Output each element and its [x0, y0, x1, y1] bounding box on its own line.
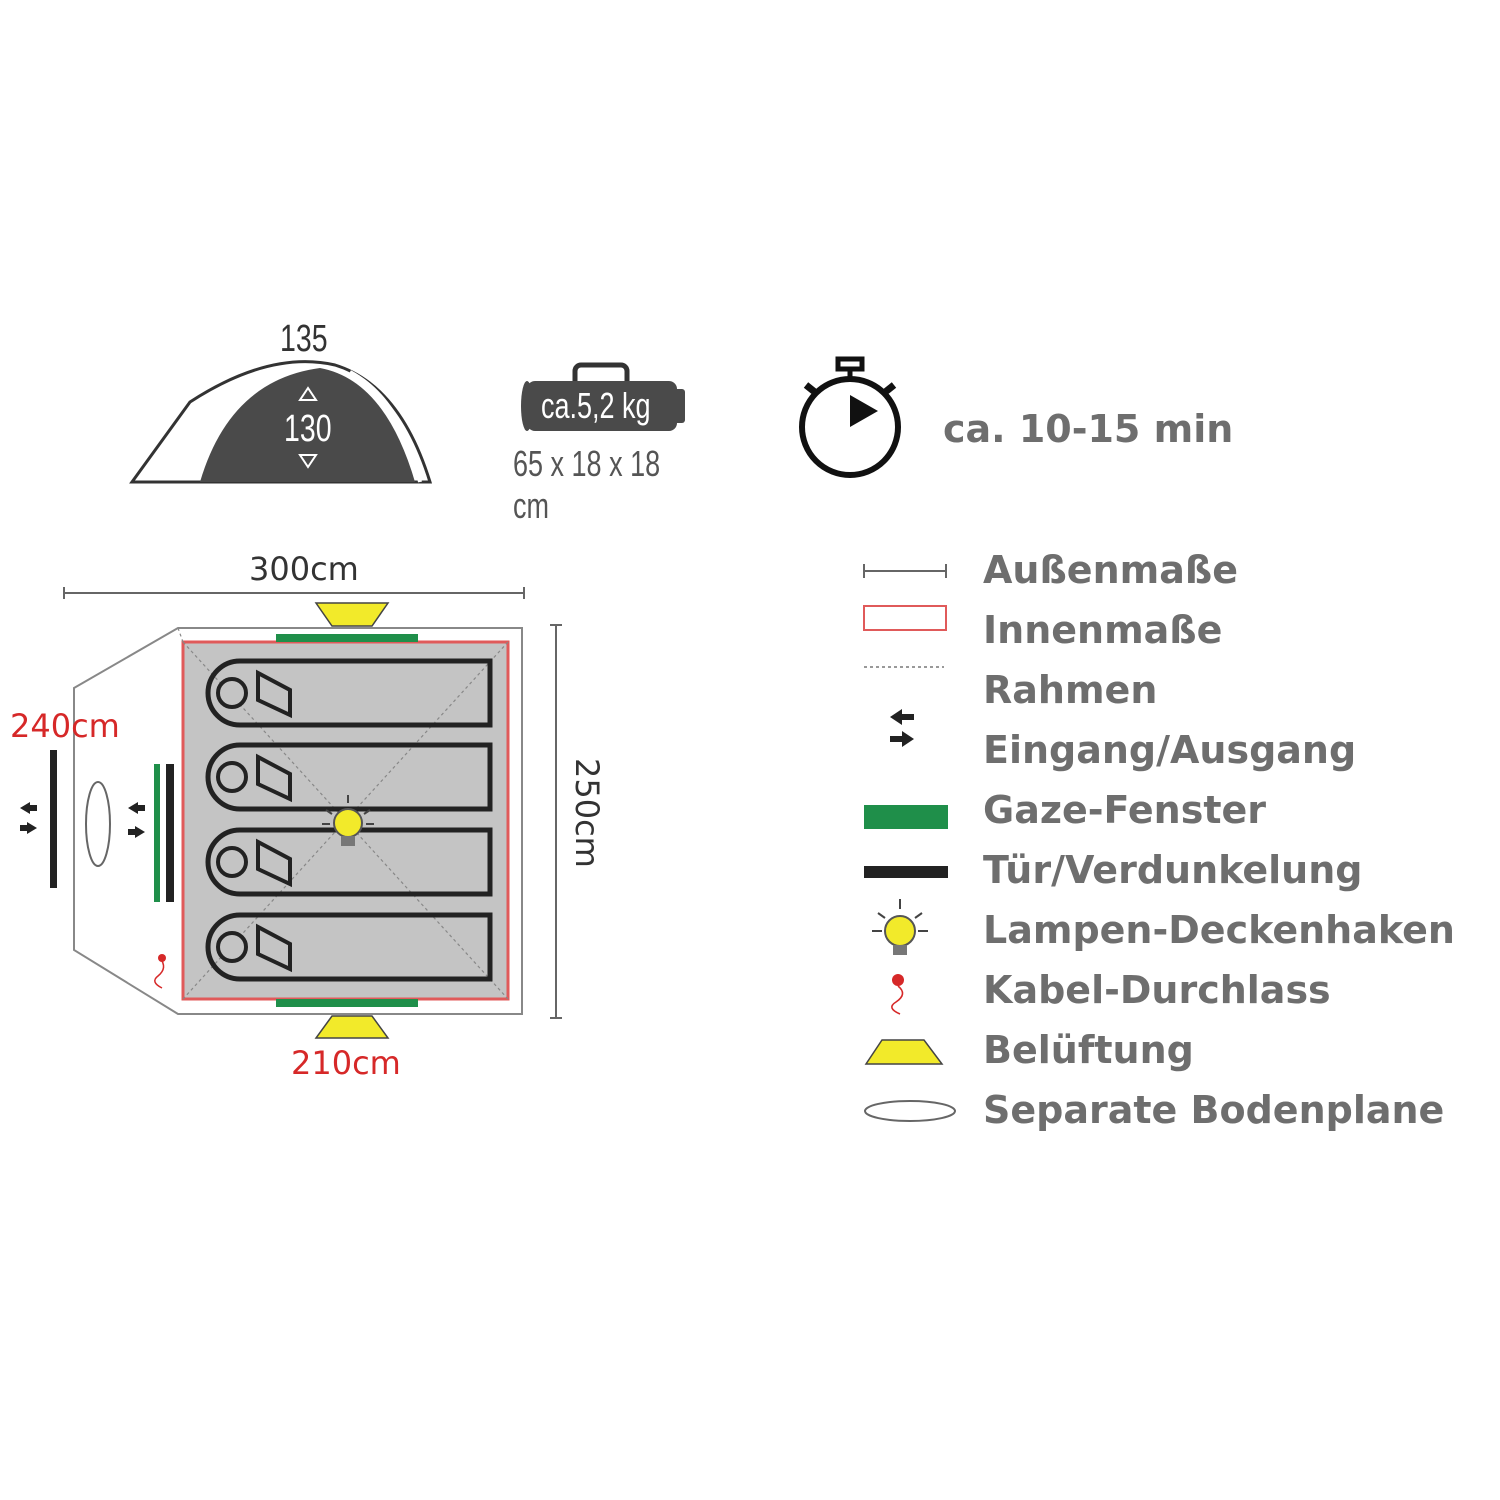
legend-label-inner: Innenmaße [983, 608, 1223, 652]
legend-label-cable-port: Kabel-Durchlass [983, 968, 1331, 1012]
tent-profile: 135 130 [120, 310, 450, 500]
pack-size-label: 65 x 18 x 18 cm [513, 443, 661, 526]
cable-port-icon [891, 974, 904, 1015]
legend-label-lamp-hook: Lampen-Deckenhaken [983, 908, 1455, 952]
mesh-window-icon [864, 805, 948, 829]
setup-time-label: ca. 10-15 min [943, 407, 1234, 451]
profile-height-label: 130 [284, 408, 332, 450]
stopwatch-icon [799, 356, 901, 478]
outer-width-label: 300cm [249, 550, 359, 588]
pack-weight-label: ca.5,2 kg [541, 385, 651, 426]
floor-plan: 300cm 250cm 240cm 210cm [0, 540, 640, 1100]
inner-width-label: 210cm [291, 1044, 401, 1082]
lamp-hook-icon [872, 899, 928, 955]
legend-label-outer: Außenmaße [983, 548, 1238, 592]
lamp-hook-icon [322, 795, 374, 846]
door-blackout-icon [864, 866, 948, 878]
groundsheet-icon [864, 1100, 956, 1122]
profile-width-label: 135 [280, 318, 328, 360]
vestibule-width-label: 240cm [10, 707, 120, 745]
legend-label-door: Tür/Verdunkelung [983, 848, 1363, 892]
inner-dimension-rect-icon [863, 605, 947, 631]
sleeping-bags [205, 658, 493, 982]
legend-label-entrance: Eingang/Ausgang [983, 728, 1357, 772]
legend-label-ventilation: Belüftung [983, 1028, 1194, 1072]
legend-label-frame: Rahmen [983, 668, 1158, 712]
pack-bag: ca.5,2 kg 65 x 18 x 18 cm [505, 355, 720, 526]
entrance-arrows-icon [890, 709, 914, 747]
tent-profile-icon [129, 360, 433, 484]
frame-dotted-line-icon [864, 666, 944, 668]
bag-icon [521, 362, 685, 431]
legend-label-mesh-window: Gaze-Fenster [983, 788, 1267, 832]
ventilation-icon [864, 1039, 944, 1065]
floor-plan-drawing [20, 587, 562, 1039]
outer-dimension-line-icon [863, 564, 947, 578]
setup-time-group: ca. 10-15 min [790, 355, 1250, 485]
legend-label-groundsheet: Separate Bodenplane [983, 1088, 1445, 1132]
